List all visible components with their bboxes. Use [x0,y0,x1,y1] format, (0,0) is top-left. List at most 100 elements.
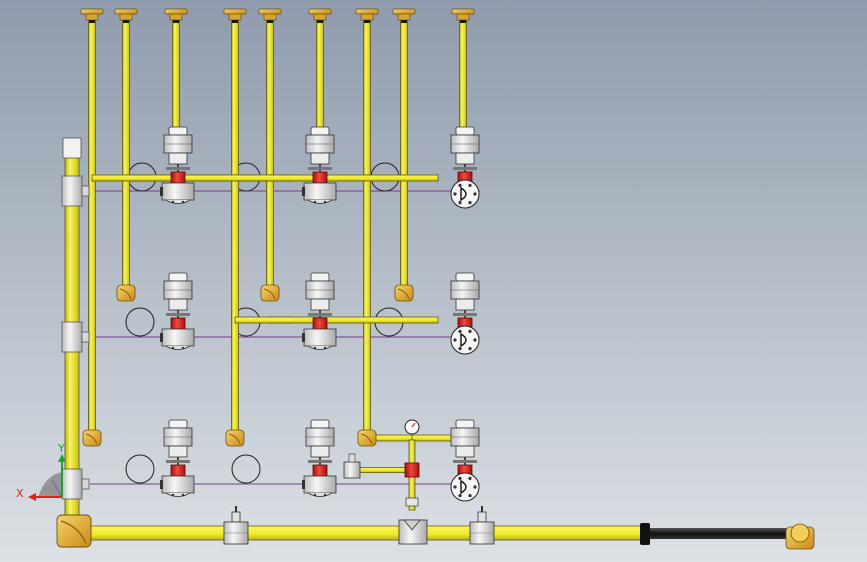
nozzle-cap [114,8,138,15]
riser-pipe [172,19,180,131]
flange-bolt [458,329,462,333]
drop-connector [405,497,419,507]
black-hose [650,528,788,539]
flange-bolt [468,347,472,351]
actuator-yoke [168,298,188,311]
flange-d-mark [460,479,467,495]
riser-pipe [231,19,239,439]
valve-base [165,345,191,350]
valve-red-body [312,171,328,184]
valve-bonnet [477,511,487,523]
actuator-cap [310,126,330,136]
valve-bonnet [231,511,241,523]
nozzle-port [267,20,273,23]
axis-y-label: Y [57,442,65,455]
riser-pipe [88,19,96,439]
tee-branch [81,478,90,490]
valve-base [165,492,191,497]
elbow-seam [228,433,241,445]
ceiling-nozzle [114,8,138,23]
coil-loop [125,454,155,484]
flange-bolt [458,347,462,351]
actuated-valve [302,272,337,350]
actuator-cap [168,126,188,136]
elbow-seam [397,288,410,300]
elbow-fitting [357,429,377,447]
flange-disc [450,472,480,502]
gearbox-port [160,480,163,489]
nozzle-cap [392,8,416,15]
elbow-fitting [225,429,245,447]
flange-bolt [458,183,462,187]
base-bolt [171,346,175,350]
actuator-yoke [455,298,475,311]
flange-bolt [468,329,472,333]
nozzle-cap [355,8,379,15]
nozzle-cap [258,8,282,15]
valve-handle [166,313,190,316]
riser-pipe [316,19,324,131]
ceiling-nozzle [392,8,416,23]
flange-bolt [458,476,462,480]
flange-bolt [473,192,477,196]
actuator-cap [168,419,188,429]
flange-bolt [468,183,472,187]
nozzle-port [364,20,370,23]
base-bolt [323,200,327,204]
bottom-tee-cap [403,519,421,531]
actuated-valve [450,272,480,355]
nozzle-cap [223,8,247,15]
actuator-yoke [310,152,330,165]
tee-fitting [61,175,83,207]
actuator-yoke [168,152,188,165]
gearbox-port [160,333,163,342]
ceiling-nozzle [223,8,247,23]
elbow-seam [263,288,276,300]
nozzle-neck [397,13,411,21]
valve-red-body [312,317,328,330]
elbow-fitting [394,284,414,302]
branch-pipe [91,174,439,182]
coil-loop [125,307,155,337]
gearbox-port [160,187,163,196]
valve-handle [453,460,477,463]
tee-branch [81,185,90,197]
main-elbow-seam [60,520,87,544]
flange-d-mark [460,332,467,348]
actuator-yoke [455,152,475,165]
hose-coupling [640,523,650,545]
actuator-cap [310,419,330,429]
flange-disc [450,179,480,209]
base-bolt [171,493,175,497]
end-elbow-face [790,523,810,543]
nozzle-neck [228,13,242,21]
ceiling-nozzle [258,8,282,23]
nozzle-cap [80,8,104,15]
flange-bolt [473,485,477,489]
valve-gearbox [161,475,195,494]
flange-bolt [468,476,472,480]
actuated-valve [160,126,195,204]
flange-bolt [458,201,462,205]
nozzle-cap [451,8,475,15]
branch-pipe [234,316,439,324]
flange-disc [450,325,480,355]
nozzle-port [317,20,323,23]
tee-branch [81,331,90,343]
base-bolt [313,493,317,497]
axis-triad: X Y [16,442,66,501]
elbow-fitting [82,429,102,447]
valve-base [307,345,333,350]
riser-pipe [400,19,408,294]
actuated-valve [302,126,337,204]
riser-pipe [363,19,371,439]
nozzle-cap [164,8,188,15]
nozzle-port [460,20,466,23]
red-check-valve [404,462,420,478]
flange-bolt [453,485,457,489]
nozzle-port [232,20,238,23]
elbow-seam [360,433,373,445]
valve-handle [453,167,477,170]
actuator-yoke [310,445,330,458]
